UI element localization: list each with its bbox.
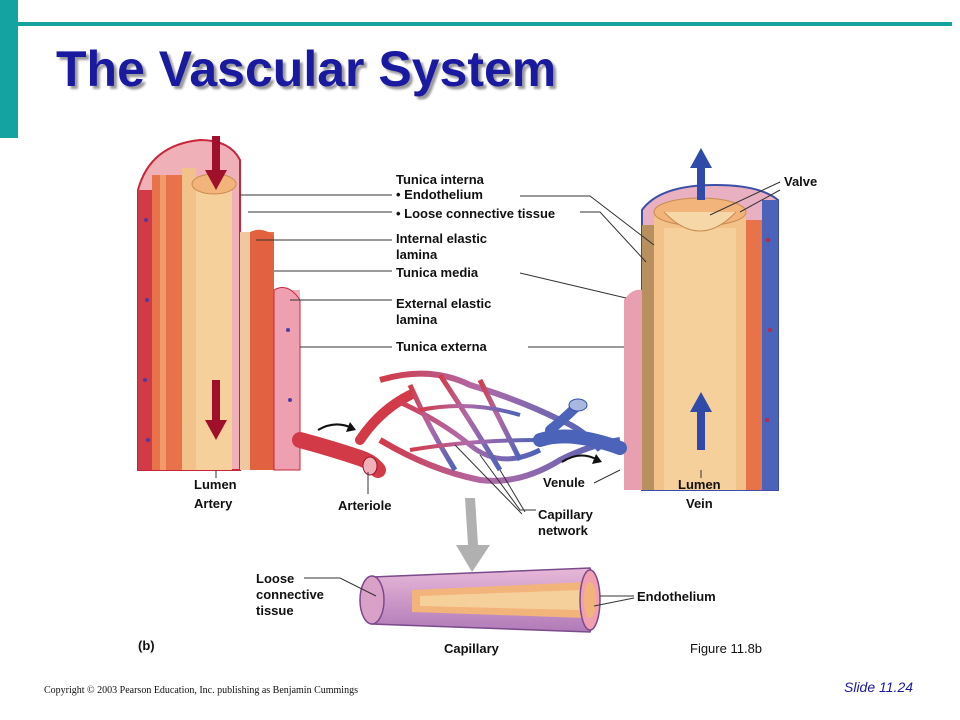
label-lumen-vein: Lumen [678,477,721,492]
vein-illustration [624,148,779,491]
accent-bar-left [0,0,18,138]
valve-flap [663,211,737,232]
label-vein: Vein [686,496,713,511]
label-arteriole: Arteriole [338,498,391,513]
label-loose-1: Loose [256,571,294,586]
label-internal-elastic-1: Internal elastic [396,231,487,246]
capillary-closeup-illustration [359,567,601,633]
label-artery: Artery [194,496,233,511]
label-capillary: Capillary [444,641,500,656]
label-valve: Valve [784,174,817,189]
label-capillary-network-2: network [538,523,589,538]
leader-lines [215,181,781,607]
label-loose-connective-tissue: • Loose connective tissue [396,206,555,221]
blood-flow-up-arrow-top [690,148,712,200]
slide-title: The Vascular System [56,41,557,97]
label-loose-3: tissue [256,603,294,618]
label-internal-elastic-2: lamina [396,247,438,262]
magnify-arrow [456,498,490,572]
label-venule: Venule [543,475,585,490]
capillary-network-illustration [292,370,627,572]
blood-flow-up-arrow-bottom [690,392,712,450]
figure-caption: Figure 11.8b [690,641,763,656]
label-tunica-media: Tunica media [396,265,479,280]
slide-number: Slide 11.24 [844,679,914,695]
label-endothelium: • Endothelium [396,187,483,202]
blood-flow-down-arrow-bottom [205,380,227,440]
label-external-elastic-2: lamina [396,312,438,327]
blood-flow-down-arrow-top [205,136,227,190]
panel-label: (b) [138,638,155,653]
label-capillary-network-1: Capillary [538,507,594,522]
label-tunica-interna: Tunica interna [396,172,485,187]
copyright-notice: Copyright © 2003 Pearson Education, Inc.… [44,685,358,696]
label-endothelium-capillary: Endothelium [637,589,716,604]
accent-bar-top [18,22,952,26]
label-loose-2: connective [256,587,324,602]
label-external-elastic-1: External elastic [396,296,491,311]
artery-illustration [137,136,301,471]
label-lumen-artery: Lumen [194,477,237,492]
label-tunica-externa: Tunica externa [396,339,488,354]
